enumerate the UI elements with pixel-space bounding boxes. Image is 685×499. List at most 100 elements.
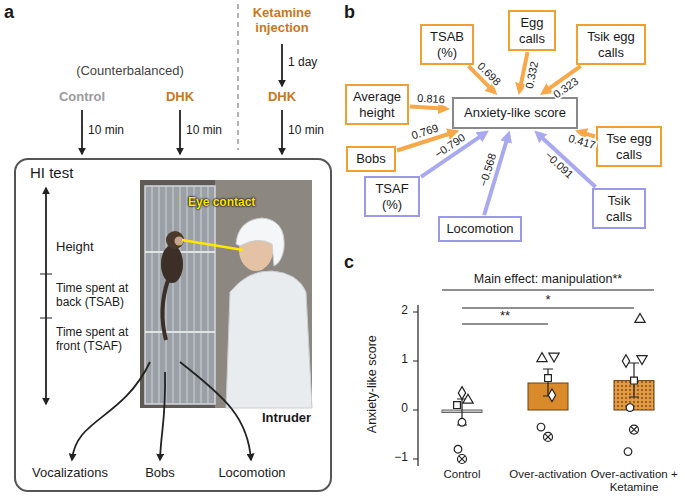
subject-point [463,394,473,403]
measure-label: Height [56,240,94,255]
subject-point [624,448,632,456]
point-marker [548,389,555,402]
interval-label: 10 min [288,124,324,138]
measure-arrow [160,372,165,460]
tick-label: 2 [378,304,408,318]
measure-label: Locomotion [207,466,297,481]
subject-point [458,387,465,400]
panel-letter: a [4,2,14,23]
point-marker [537,353,547,362]
marmoset-body [161,245,183,283]
panel-letter: c [344,252,354,273]
significance-mark: * [538,293,558,308]
measure-label: Time spent at back (TSAB) [56,282,138,310]
subject-point [626,404,634,412]
subject-point [635,313,645,322]
negative-measure-box: Tsik calls [592,188,646,229]
intruder-cap [236,218,284,266]
point-marker [549,353,559,362]
point-marker [626,404,634,412]
positive-measure-box: TSAB (%) [420,24,474,65]
timeline-arrow [179,110,181,154]
negative-measure-box: TSAF (%) [364,176,420,217]
loading-value: 0.816 [415,92,445,105]
node-text: Tse egg calls [602,131,656,162]
node-text: Average height [351,89,403,120]
node-text: Bobs [352,151,390,167]
subject-point [537,353,547,362]
test-frame: HI test [14,158,332,492]
subject-point [458,455,467,464]
significance-line [442,289,654,290]
interval-label: 10 min [88,124,124,138]
zone-ticks [40,274,52,318]
positive-measure-box: Tsik egg calls [576,24,646,65]
significance-line [462,307,634,308]
timeline-arrow [81,110,83,154]
panel-letter: b [344,2,355,23]
photo-wall [215,180,312,408]
point-marker [458,387,465,400]
node-text: HI test [30,164,316,182]
condition-label: DHK [155,90,205,105]
subject-point [537,423,545,431]
positive-measure-box: Tse egg calls [596,126,662,167]
height-arrow [45,188,47,404]
y-axis [417,305,418,466]
y-ticks [413,312,418,459]
node-text: TSAF (%) [370,181,414,212]
measure-arrow [180,362,251,460]
divider-dashed-line [237,4,239,150]
positive-measure-box: Egg calls [508,10,556,51]
subject-point [631,377,638,384]
node-text: Tsik egg calls [582,29,640,60]
point-marker [537,423,545,431]
subject-point [545,375,552,382]
point-marker [454,402,461,409]
intruder-coat [226,271,312,408]
axis-title: Anxiety-like score [365,324,379,444]
node-text: TSAB (%) [426,29,468,60]
point-marker [637,356,647,365]
subject-point [549,353,559,362]
design-note: (Counterbalanced) [65,64,195,79]
measure-label: Vocalizations [20,466,120,481]
node-text: Egg calls [514,15,550,46]
score-box: Anxiety-like score [452,97,578,129]
stat-note: Main effect: manipulation** [448,272,648,286]
node-text: Tsik calls [598,193,640,224]
point-marker [624,448,632,456]
error-bar [629,363,639,397]
positive-measure-box: Bobs [346,146,396,172]
category-label: Control [427,468,497,481]
subject-point [622,355,629,368]
marmoset-head [166,231,184,249]
cage-bars [152,186,208,404]
loading-arrow [410,107,442,109]
cage [145,186,215,404]
measure-label: Time spent at front (TSAF) [56,326,138,354]
point-marker [454,445,462,453]
node-text: Anxiety-like score [458,105,572,121]
point-marker [463,394,473,403]
tick-label: 0 [378,402,408,416]
node-text: Locomotion [444,221,516,237]
interval-label: 10 min [186,124,222,138]
point-marker [631,377,638,384]
point-marker [630,425,639,434]
category-label: Over-activation [505,468,591,481]
intruder-label: Intruder [262,411,311,426]
point-marker [458,418,466,426]
condition-label: Control [47,90,117,105]
subject-point [548,389,555,402]
subject-points [454,313,648,463]
eye-contact-label: Eye contact [188,196,255,210]
tick-label: 1 [378,353,408,367]
point-marker [544,432,553,441]
condition-label: DHK [257,90,307,105]
subject-point [637,356,647,365]
loading-arrow [583,133,595,137]
significance-line [462,323,548,324]
point-marker [631,427,637,433]
subject-point [454,445,462,453]
